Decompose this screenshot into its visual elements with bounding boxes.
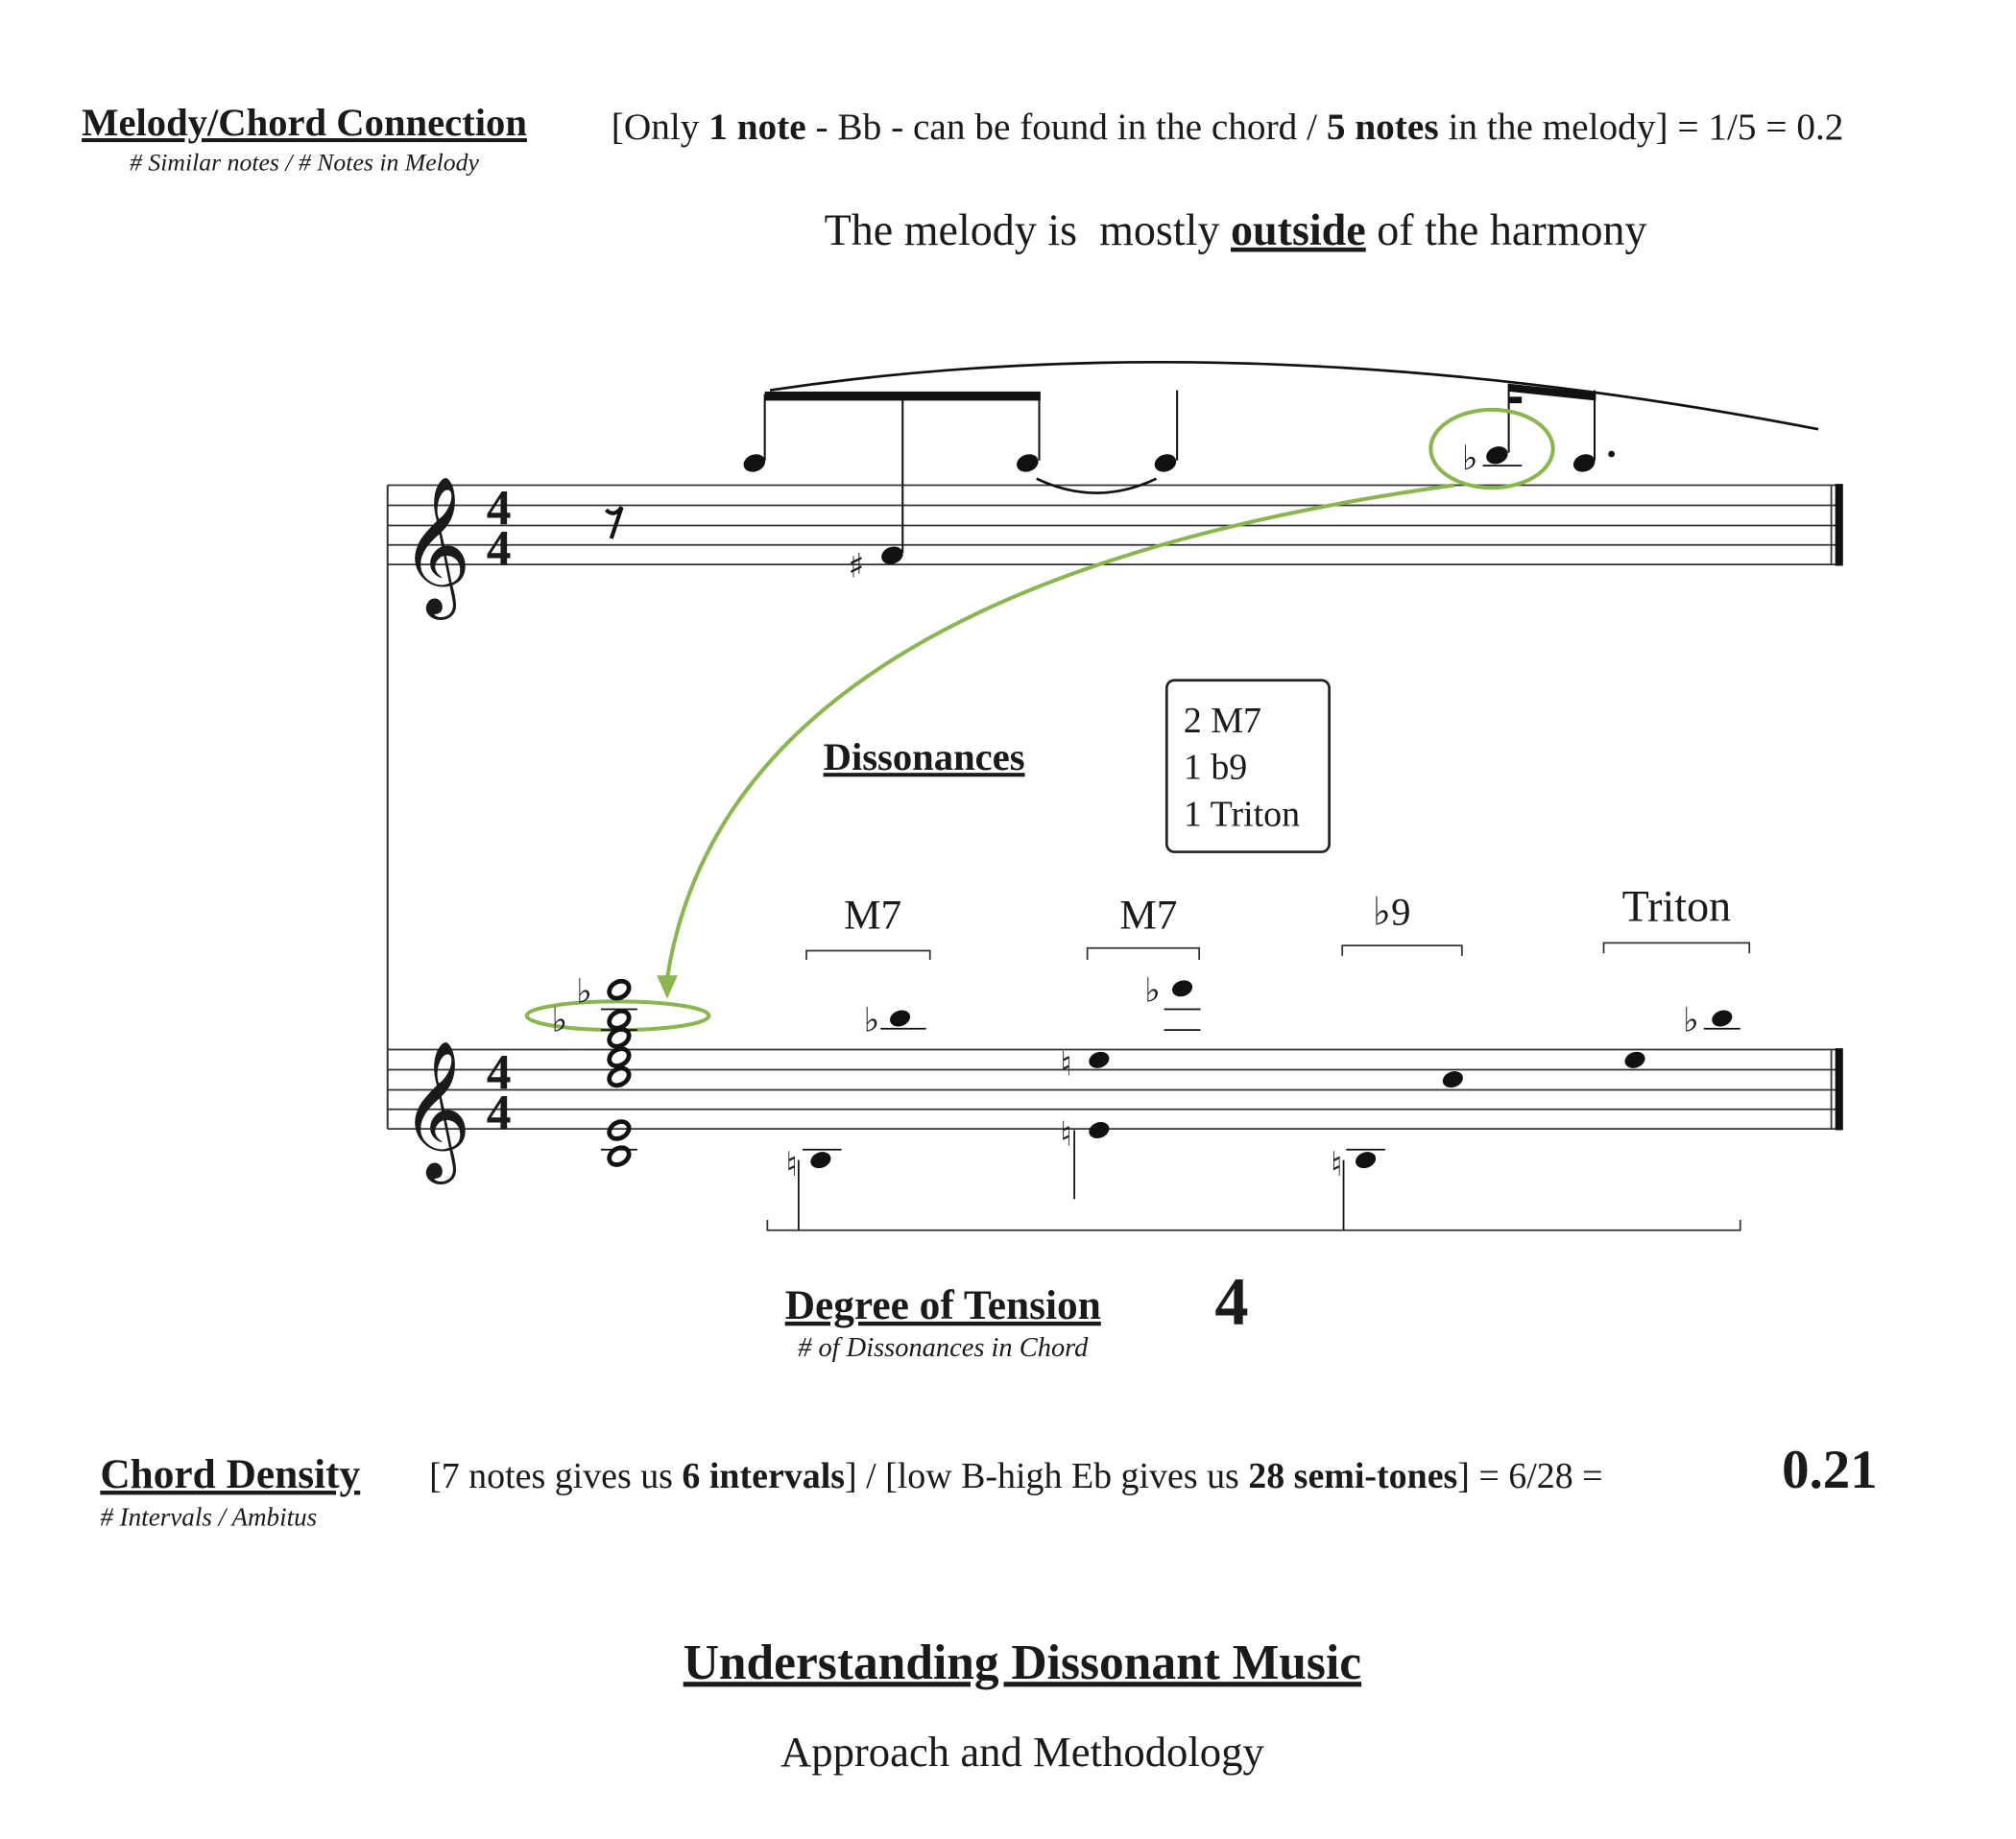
connection-arrow <box>665 483 1454 979</box>
melody-conclusion: The melody is mostly outside of the harm… <box>825 205 1647 254</box>
density-formula: [7 notes gives us 6 intervals] / [low B-… <box>429 1456 1602 1496</box>
formula-part: 1 note <box>708 107 805 148</box>
time-signature-top: 4 <box>487 481 512 536</box>
summary-line: 1 Triton <box>1184 794 1300 834</box>
note <box>1486 446 1508 465</box>
footer-title: Understanding Dissonant Music <box>684 1636 1361 1690</box>
summary-line: 2 M7 <box>1184 701 1261 741</box>
sharp-icon: ♯ <box>848 547 864 586</box>
flat-icon: ♭ <box>551 1001 567 1040</box>
treble-clef-icon: 𝄞 <box>400 475 471 620</box>
flat-icon: ♭ <box>576 972 592 1012</box>
formula-part: - Bb - can be found in the chord / <box>806 107 1327 148</box>
time-signature-bottom: 4 <box>487 521 512 576</box>
note <box>1017 454 1039 472</box>
melody-chord-title: Melody/Chord Connection <box>82 101 527 144</box>
melody-staff <box>387 484 1843 566</box>
formula-part: in the melody] = 1/5 = 0.2 <box>1439 107 1844 148</box>
note <box>1154 454 1177 472</box>
flat-icon: ♭ <box>1144 970 1161 1010</box>
tension-title: Degree of Tension <box>785 1282 1101 1328</box>
tension-subtitle: # of Dissonances in Chord <box>798 1333 1089 1363</box>
note <box>743 454 766 472</box>
interval-label: M7 <box>844 892 901 938</box>
formula-part: ] = 6/28 = <box>1457 1456 1602 1496</box>
dissonances-title: Dissonances <box>824 735 1025 778</box>
flat-icon: ♭ <box>864 1001 880 1040</box>
melody-bb-highlight <box>1428 407 1555 490</box>
density-value: 0.21 <box>1782 1440 1878 1500</box>
slur <box>769 360 1819 431</box>
formula-part: 28 semi-tones <box>1248 1456 1457 1496</box>
arrowhead-icon <box>657 975 678 999</box>
melody-notes <box>743 360 1819 564</box>
formula-part: [7 notes gives us <box>429 1456 682 1496</box>
melody-chord-formula: [Only 1 note - Bb - can be found in the … <box>612 107 1844 148</box>
interval-label: ♭9 <box>1373 890 1410 933</box>
tension-value: 4 <box>1214 1264 1248 1339</box>
melody-chord-subtitle: # Similar notes / # Notes in Melody <box>130 149 479 177</box>
density-subtitle: # Intervals / Ambitus <box>100 1502 317 1531</box>
chord-notes <box>600 978 1740 1230</box>
flat-icon: ♭ <box>1462 439 1478 478</box>
dissonance-summary-box <box>1164 679 1331 853</box>
chord-staff <box>387 1048 1843 1131</box>
natural-icon: ♮ <box>1060 1045 1072 1085</box>
natural-icon: ♮ <box>785 1145 798 1184</box>
treble-clef-icon: 𝄞 <box>400 1039 471 1184</box>
formula-part: [Only <box>612 107 708 148</box>
conclusion-text: of the harmony <box>1366 205 1647 254</box>
note <box>1572 454 1596 472</box>
interval-brackets <box>766 942 1751 1231</box>
summary-line: 1 b9 <box>1184 748 1247 788</box>
conclusion-text: The melody is mostly <box>825 205 1231 254</box>
time-signature-top: 4 <box>487 1045 512 1100</box>
natural-icon: ♮ <box>1060 1115 1072 1155</box>
natural-icon: ♮ <box>1331 1145 1343 1184</box>
formula-part: 5 notes <box>1327 107 1439 148</box>
eighth-rest-icon <box>604 506 624 539</box>
interval-label: Triton <box>1622 881 1731 930</box>
tie <box>1036 477 1158 494</box>
interval-label: M7 <box>1119 892 1177 938</box>
flat-icon: ♭ <box>1683 1001 1699 1040</box>
note <box>881 546 903 564</box>
time-signature-bottom: 4 <box>487 1086 512 1140</box>
formula-part: ] / [low B-high Eb gives us <box>845 1456 1248 1496</box>
density-title: Chord Density <box>100 1451 360 1497</box>
formula-part: 6 intervals <box>682 1456 845 1496</box>
conclusion-keyword: outside <box>1231 205 1366 254</box>
footer-subtitle: Approach and Methodology <box>780 1728 1265 1776</box>
